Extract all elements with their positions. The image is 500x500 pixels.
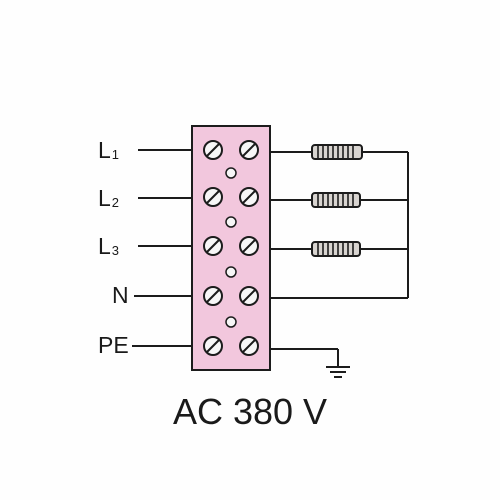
screw-row-l2 [203, 187, 259, 207]
link-hole-icon [225, 167, 237, 179]
link-hole-icon [225, 316, 237, 328]
terminal-subscript: 1 [111, 147, 120, 162]
terminal-letter: N [112, 282, 129, 308]
screw-slot [242, 289, 256, 303]
screw-slot [242, 143, 256, 157]
load-wiring [270, 151, 409, 366]
resistor-icon [311, 192, 361, 208]
terminal-letter: L [98, 185, 111, 211]
screw-row-l1 [203, 140, 259, 160]
screw-slot [206, 339, 220, 353]
screw-slot [242, 239, 256, 253]
terminal-subscript: 2 [111, 195, 120, 210]
terminal-subscript: 3 [111, 243, 120, 258]
heater-elements [311, 144, 363, 257]
screw-row-n [203, 286, 259, 306]
terminal-label-l3: L3 [98, 235, 138, 258]
resistor-icon [311, 241, 361, 257]
resistor-icon [311, 144, 363, 160]
link-hole-icon [225, 266, 237, 278]
terminal-label-pe: PE [98, 334, 138, 357]
terminal-label-l1: L1 [98, 139, 138, 162]
supply-voltage-label: AC 380 V [172, 391, 328, 432]
terminal-screws [203, 140, 259, 356]
screw-slot [242, 190, 256, 204]
terminal-letter: PE [98, 332, 129, 358]
terminal-label-l2: L2 [98, 187, 138, 210]
screw-slot [242, 339, 256, 353]
link-hole-icon [225, 216, 237, 228]
screw-row-pe [203, 336, 259, 356]
screw-slot [206, 239, 220, 253]
screw-row-l3 [203, 236, 259, 256]
terminal-letter: L [98, 137, 111, 163]
ground-icon [326, 366, 350, 378]
terminal-letter: L [98, 233, 111, 259]
screw-slot [206, 143, 220, 157]
screw-slot [206, 289, 220, 303]
supply-lines [132, 149, 200, 347]
terminal-label-n: N [112, 284, 152, 307]
screw-slot [206, 190, 220, 204]
